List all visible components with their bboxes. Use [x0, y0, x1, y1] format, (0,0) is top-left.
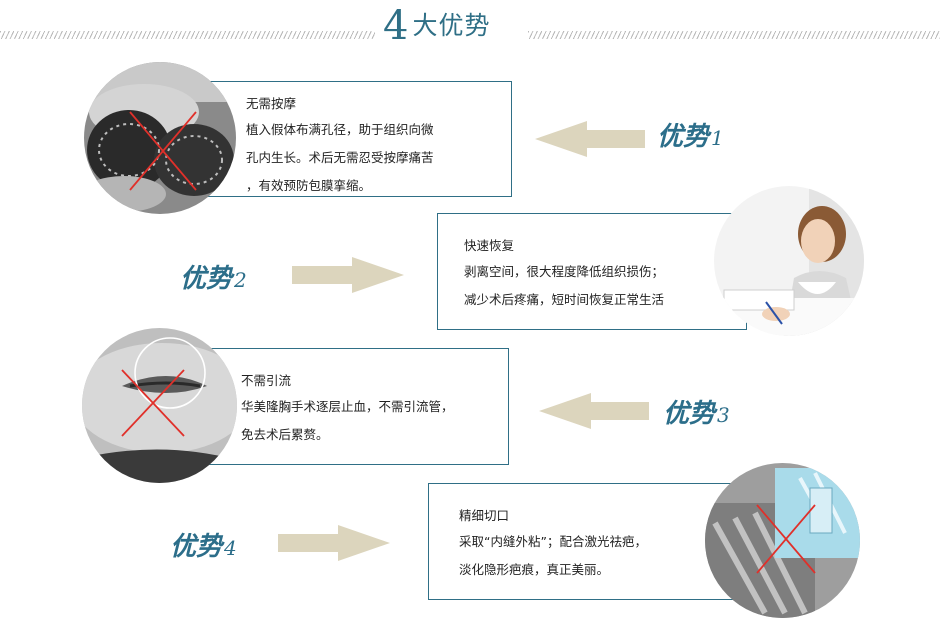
advantage-2-title: 快速恢复: [464, 238, 515, 253]
advantage-4-box: 精细切口 采取“内缝外粘”；配合激光祛疤， 淡化隐形疤痕，真正美丽。: [428, 483, 739, 600]
advantage-3-title: 不需引流: [241, 373, 292, 388]
arrow-left-1: [535, 119, 645, 159]
advantage-3-line-2: 免去术后累赘。: [241, 427, 329, 442]
advantage-1-photo: [84, 62, 236, 214]
header-hatch-right: [528, 31, 940, 39]
advantage-1-title: 无需按摩: [246, 96, 297, 111]
advantage-4-title: 精细切口: [459, 508, 510, 523]
header-hatch-left: [0, 31, 375, 39]
arrow-left-3: [539, 391, 649, 431]
advantage-1-line-1: 植入假体布满孔径，助于组织向微: [246, 122, 434, 137]
advantage-4-line-1: 采取“内缝外粘”；配合激光祛疤，: [459, 534, 647, 549]
arrow-right-2: [292, 255, 404, 295]
title-number: 4: [383, 3, 409, 49]
advantage-2-box: 快速恢复 剥离空间，很大程度降低组织损伤； 减少术后疼痛，短时间恢复正常生活: [437, 213, 747, 330]
advantage-3-photo: [82, 328, 237, 483]
arrow-right-4: [278, 523, 390, 563]
advantage-2-line-2: 减少术后疼痛，短时间恢复正常生活: [464, 292, 665, 307]
advantage-3-box: 不需引流 华美隆胸手术逐层止血，不需引流管， 免去术后累赘。: [196, 348, 509, 465]
advantage-1-line-3: ，有效预防包膜挛缩。: [246, 178, 372, 193]
advantage-1-line-2: 孔内生长。术后无需忍受按摩痛苦: [246, 150, 434, 165]
title-text: 大优势: [412, 11, 491, 40]
advantage-4-line-2: 淡化隐形疤痕，真正美丽。: [459, 562, 610, 577]
advantage-2-line-1: 剥离空间，很大程度降低组织损伤；: [464, 264, 665, 279]
advantage-4-photo: [705, 463, 860, 618]
advantage-2-photo: [714, 186, 864, 336]
advantage-3-line-1: 华美隆胸手术逐层止血，不需引流管，: [241, 399, 454, 414]
advantage-1-box: 无需按摩 植入假体布满孔径，助于组织向微 孔内生长。术后无需忍受按摩痛苦 ，有效…: [205, 81, 512, 197]
